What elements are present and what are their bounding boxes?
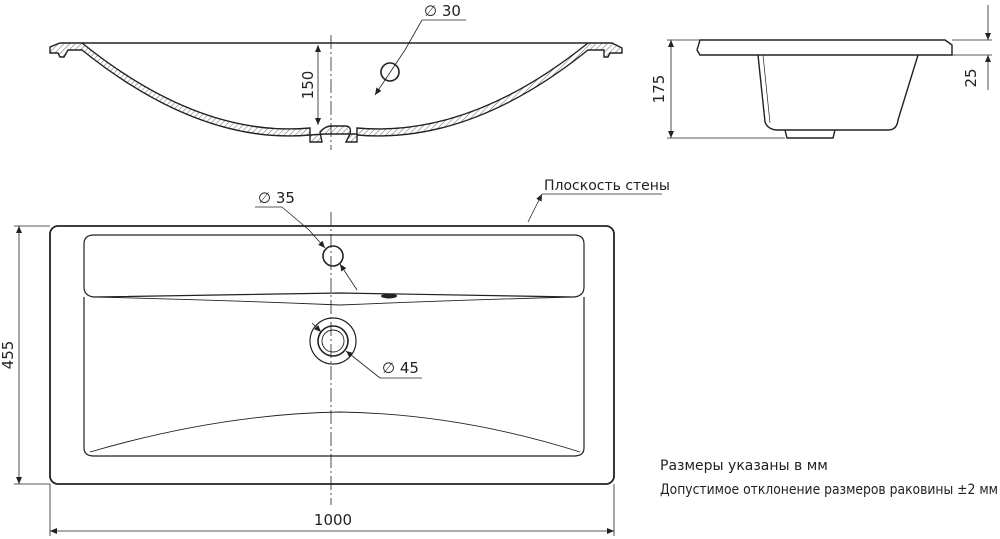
dim-d30-leader: [374, 19, 466, 96]
side-drain: [784, 129, 836, 139]
dim-d45-leader: [311, 322, 422, 379]
dim-1000-text: 1000: [314, 511, 352, 529]
section-shell: [49, 42, 623, 143]
faucet-hole-section: [380, 62, 400, 82]
top-view: [49, 225, 615, 485]
dim-25-text: 25: [962, 68, 980, 87]
faucet-hole-top: [322, 245, 344, 267]
wall-plane-leader: [527, 193, 662, 223]
dim-455-text: 455: [0, 341, 17, 370]
dim-175: [667, 39, 785, 139]
side-bowl: [757, 54, 919, 131]
dim-455: [14, 225, 50, 485]
dim-150-text: 150: [299, 71, 317, 100]
dim-d35-text: ∅ 35: [258, 189, 295, 207]
front-section-view: [49, 42, 623, 143]
note-tolerance: Допустимое отклонение размеров раковины …: [660, 482, 998, 498]
wall-plane-label: Плоскость стены: [544, 178, 670, 194]
dim-d35-leader: [255, 206, 358, 291]
rear-ledge: [83, 234, 585, 298]
overflow-slot: [381, 293, 397, 299]
bowl-front-curve: [89, 411, 581, 453]
dim-d30-text: ∅ 30: [424, 2, 461, 20]
ledge-front-curve: [93, 296, 575, 306]
dim-1000: [49, 484, 615, 536]
basin-outline: [49, 225, 615, 485]
dim-25: [952, 5, 992, 90]
dim-175-text: 175: [650, 75, 668, 104]
side-view: [696, 39, 953, 139]
drain-top: [309, 317, 357, 365]
bowl-outline: [83, 297, 585, 457]
side-rim: [696, 39, 953, 56]
dim-d45-text: ∅ 45: [382, 359, 419, 377]
note-units: Размеры указаны в мм: [660, 458, 828, 474]
